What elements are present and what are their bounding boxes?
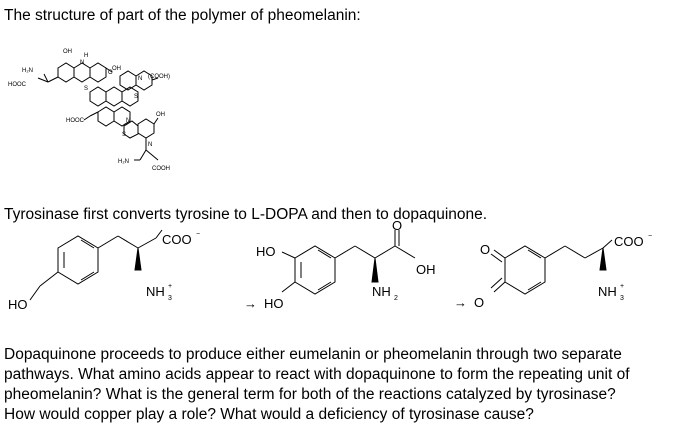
polymer-label: HOOC — [8, 82, 27, 88]
polymer-label: COOH — [152, 166, 170, 172]
minus-sign: − — [196, 231, 200, 238]
polymer-label: OH — [63, 49, 72, 55]
polymer-label: S — [84, 86, 88, 92]
polymer-label: N — [148, 142, 152, 148]
tyrosine-ho-label: HO — [8, 297, 28, 312]
intro-text: Tyrosinase first converts tyrosine to L-… — [4, 206, 488, 223]
dopa-ho-top-label: HO — [256, 244, 276, 259]
polymer-label: O — [108, 70, 113, 76]
subscript-3: 3 — [168, 295, 172, 302]
dopa-wedge — [371, 257, 379, 283]
paragraph-line: Dopaquinone proceeds to produce either e… — [4, 346, 622, 363]
polymer-label: (COOH) — [148, 74, 170, 80]
dopa-oh-label: OH — [416, 262, 436, 277]
polymer-label: S — [122, 132, 126, 138]
heading: The structure of part of the polymer of … — [4, 7, 361, 24]
dopaquinone-coo-label: COO — [614, 234, 644, 249]
polymer-label: N — [80, 60, 84, 66]
paragraph-line: How would copper play a role? What would… — [4, 406, 534, 423]
tyrosine-wedge — [134, 247, 142, 271]
dopa-o-label: O — [392, 218, 402, 233]
question-paragraph: Dopaquinone proceeds to produce either e… — [4, 345, 696, 425]
paragraph-line: pathways. What amino acids appear to rea… — [4, 366, 630, 383]
subscript-3: 3 — [620, 295, 624, 302]
polymer-label: H — [84, 53, 88, 59]
polymer-label: HOOC — [66, 118, 85, 124]
tyrosine-nh3-label: NH — [146, 284, 165, 299]
polymer-label: N — [126, 118, 130, 124]
reaction-arrow: → — [244, 296, 257, 311]
dopaquinone-wedge — [599, 247, 607, 271]
dopaquinone-structure — [490, 239, 613, 295]
dopa-structure — [281, 230, 416, 295]
dopaquinone-o-bottom-label: O — [474, 295, 484, 310]
pheomelanin-polymer — [37, 62, 159, 161]
polymer-label: OH — [156, 112, 165, 118]
polymer-label: N — [138, 76, 142, 82]
reaction-arrow: → — [454, 295, 467, 310]
subscript-2: 2 — [394, 295, 398, 302]
dopaquinone-o-top-label: O — [480, 242, 490, 257]
polymer-label: OH — [112, 66, 121, 72]
polymer-label: H₂N — [22, 68, 33, 74]
dopaquinone-nh3-label: NH — [598, 284, 617, 299]
dopa-ho-bottom-label: HO — [264, 296, 284, 311]
polymer-label: H₂N — [118, 159, 129, 165]
paragraph-line: pheomelanin? What is the general term fo… — [4, 386, 616, 403]
dopa-nh2-label: NH — [372, 284, 391, 299]
plus-sign: + — [168, 283, 172, 290]
tyrosine-coo-label: COO — [162, 232, 192, 247]
plus-sign: + — [620, 283, 624, 290]
polymer-label: S — [134, 94, 138, 100]
minus-sign: − — [648, 233, 652, 240]
tyrosine-structure — [29, 229, 163, 301]
